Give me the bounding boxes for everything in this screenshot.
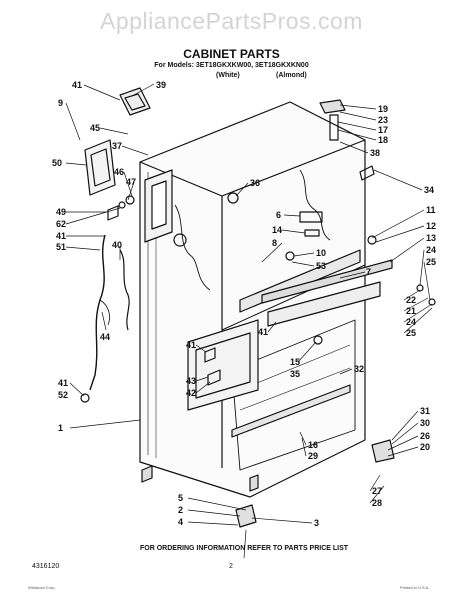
- callout-label: 53: [316, 261, 326, 271]
- callout-label: 1: [58, 423, 63, 433]
- callout-label: 4: [178, 517, 183, 527]
- callout-label: 38: [370, 148, 380, 158]
- callout-label: 14: [272, 225, 282, 235]
- callout-label: 41: [56, 231, 66, 241]
- callout-label: 47: [126, 177, 136, 187]
- page-number: 2: [229, 563, 233, 570]
- watermark: AppliancePartsPros.com: [100, 8, 363, 34]
- callout-label: 21: [406, 306, 416, 316]
- callout-label: 24: [426, 245, 436, 255]
- callout-label: 37: [112, 141, 122, 151]
- callout-label: 41: [258, 327, 268, 337]
- callout-label: 3: [314, 518, 319, 528]
- callout-label: 41: [186, 340, 196, 350]
- callout-label: 29: [308, 451, 318, 461]
- variant-white: (White): [216, 72, 240, 79]
- fine-print-right: Printed in U.S.A.: [400, 585, 430, 590]
- callout-label: 28: [372, 498, 382, 508]
- callout-label: 19: [378, 104, 388, 114]
- callout-label: 52: [58, 390, 68, 400]
- callout-label: 13: [426, 233, 436, 243]
- callout-label: 18: [378, 135, 388, 145]
- callout-label: 46: [114, 167, 124, 177]
- callout-label: 2: [178, 505, 183, 515]
- callout-label: 36: [250, 178, 260, 188]
- callout-label: 7: [366, 267, 371, 277]
- callout-label: 40: [112, 240, 122, 250]
- diagram-title: CABINET PARTS: [183, 47, 280, 61]
- callout-label: 23: [378, 115, 388, 125]
- callout-label: 43: [186, 376, 196, 386]
- callout-label: 20: [420, 442, 430, 452]
- callout-label: 26: [420, 431, 430, 441]
- callout-label: 5: [178, 493, 183, 503]
- callout-label: 42: [186, 388, 196, 398]
- callout-label: 35: [290, 369, 300, 379]
- fine-print-left: Whirlpool Corp.: [28, 585, 56, 590]
- callout-label: 12: [426, 221, 436, 231]
- callout-label: 45: [90, 123, 100, 133]
- callout-label: 34: [424, 185, 434, 195]
- callout-label: 62: [56, 219, 66, 229]
- callout-label: 41: [72, 80, 82, 90]
- ordering-instruction: FOR ORDERING INFORMATION REFER TO PARTS …: [140, 545, 349, 552]
- callout-label: 31: [420, 406, 430, 416]
- callout-label: 16: [308, 440, 318, 450]
- callout-label: 25: [426, 257, 436, 267]
- callout-label: 32: [354, 364, 364, 374]
- callout-label: 6: [276, 210, 281, 220]
- callout-label: 51: [56, 242, 66, 252]
- callout-label: 8: [272, 238, 277, 248]
- callout-label: 11: [426, 205, 436, 215]
- callout-label: 10: [316, 248, 326, 258]
- callout-label: 41: [58, 378, 68, 388]
- document-number: 4316120: [32, 563, 60, 570]
- callout-label: 9: [58, 98, 63, 108]
- callout-label: 17: [378, 125, 388, 135]
- callout-label: 27: [372, 486, 382, 496]
- variant-almond: (Almond): [276, 72, 307, 79]
- callout-label: 50: [52, 158, 62, 168]
- callout-label: 25: [406, 328, 416, 338]
- callout-label: 30: [420, 418, 430, 428]
- callout-label: 44: [100, 332, 110, 342]
- callout-label: 49: [56, 207, 66, 217]
- callout-label: 22: [406, 295, 416, 305]
- callout-label: 39: [156, 80, 166, 90]
- callout-label: 24: [406, 317, 416, 327]
- model-numbers: For Models: 3ET18GKXKW00, 3ET18GKXKN00: [154, 62, 309, 69]
- callout-label: 15: [290, 357, 300, 367]
